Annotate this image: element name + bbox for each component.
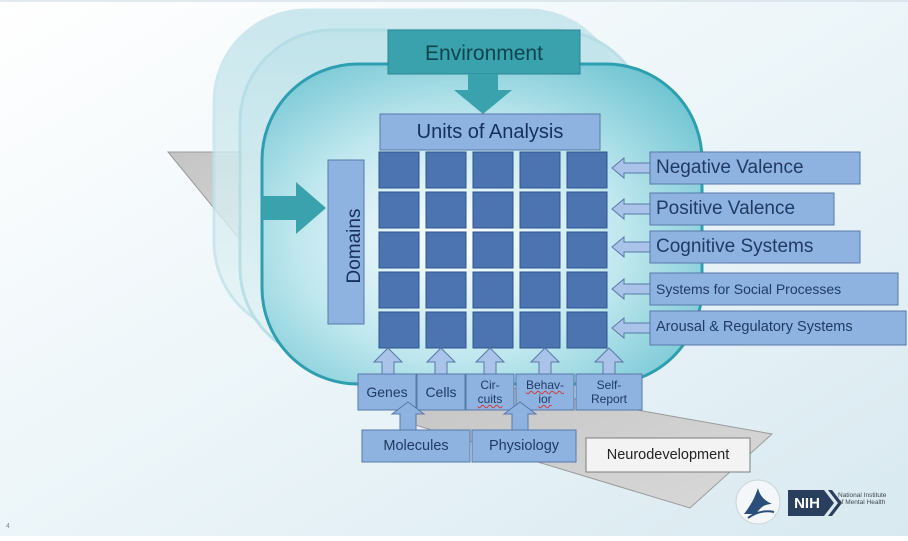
matrix-cell <box>378 231 420 269</box>
unit-box-behavior <box>515 373 575 411</box>
domain-label-social-processes: Systems for Social Processes <box>656 281 842 297</box>
hhs-eagle-logo <box>735 479 781 525</box>
unit-box-self-report <box>575 373 643 411</box>
unit-label-self-report-line2: Report <box>590 392 628 406</box>
matrix-cell <box>566 311 608 349</box>
domain-box-arousal-regulatory <box>649 310 907 346</box>
unit-label-behavior: Behav- ior <box>516 374 574 410</box>
matrix-cell <box>378 311 420 349</box>
institute-name-line1: National Institute <box>838 492 887 499</box>
unit-connector-arrow <box>529 347 561 375</box>
environment-arrow <box>454 74 512 114</box>
domains-label: Domains <box>344 208 365 284</box>
unit-label-circuits-line1: Cir- <box>480 378 500 392</box>
unit-connector-arrow <box>474 347 506 375</box>
unit-label-behavior-line2: ior <box>538 392 552 406</box>
domain-box-cognitive-systems <box>649 230 861 264</box>
matrix-cell <box>425 231 467 269</box>
domain-box-positive-valence <box>649 192 835 226</box>
domain-label-arousal-regulatory: Arousal & Regulatory Systems <box>656 319 853 335</box>
matrix-cell <box>472 271 514 309</box>
matrix-cell <box>425 191 467 229</box>
matrix-cell <box>519 311 561 349</box>
matrix-cell <box>566 271 608 309</box>
unit-label-self-report-line1: Self- <box>596 378 622 392</box>
institute-name-line2: of Mental Health <box>838 499 886 506</box>
unit-box-cells <box>416 373 466 411</box>
nih-logo-badge <box>788 490 834 516</box>
units-of-analysis-label: Units of Analysis <box>416 120 564 143</box>
unit-arrows <box>372 347 625 375</box>
domain-arrows <box>611 156 651 340</box>
matrix-cell <box>378 191 420 229</box>
matrix-cell <box>566 151 608 189</box>
matrix-cell <box>519 271 561 309</box>
institute-name: National Institute of Mental Health <box>838 492 908 514</box>
molecules-to-genes-arrow <box>390 401 426 431</box>
unit-label-self-report: Self- Report <box>576 374 642 410</box>
unit-label-cells: Cells <box>425 384 457 400</box>
matrix-cell <box>472 311 514 349</box>
unit-label-circuits-line2: cuits <box>477 392 503 406</box>
matrix-cell <box>425 151 467 189</box>
domain-box-social-processes <box>649 272 899 306</box>
domain-label-cognitive-systems: Cognitive Systems <box>656 236 814 257</box>
matrix-cell <box>472 191 514 229</box>
physiology-to-circuits-arrow <box>502 401 538 431</box>
unit-label-behavior-line1: Behav- <box>525 378 565 392</box>
neurodevelopment-label: Neurodevelopment <box>606 447 730 463</box>
matrix-cell <box>472 231 514 269</box>
matrix-cell <box>378 151 420 189</box>
unit-connector-arrow <box>425 347 457 375</box>
unit-label-circuits: Cir- cuits <box>466 374 514 410</box>
domains-input-arrow <box>262 182 326 234</box>
matrix-cell <box>425 271 467 309</box>
sub-unit-box-molecules <box>361 429 471 463</box>
matrix-cell <box>566 231 608 269</box>
rdoc-matrix <box>378 151 608 349</box>
domain-label-negative-valence: Negative Valence <box>656 157 804 178</box>
matrix-cell <box>566 191 608 229</box>
matrix-cell <box>519 231 561 269</box>
unit-box-genes <box>357 373 417 411</box>
sub-unit-box-physiology <box>471 429 577 463</box>
neurodevelopment-box <box>585 437 751 473</box>
unit-box-circuits <box>465 373 515 411</box>
unit-connector-arrow <box>593 347 625 375</box>
domain-label-positive-valence: Positive Valence <box>656 198 796 219</box>
unit-connector-arrow <box>372 347 404 375</box>
environment-label: Environment <box>425 42 543 65</box>
sub-unit-label-physiology: Physiology <box>488 438 560 454</box>
domain-box-negative-valence <box>649 151 861 185</box>
matrix-cell <box>519 191 561 229</box>
unit-label-genes: Genes <box>366 384 408 400</box>
matrix-cell <box>425 311 467 349</box>
svg-text:4: 4 <box>6 523 10 530</box>
sub-unit-label-molecules: Molecules <box>383 438 449 454</box>
matrix-cell <box>378 271 420 309</box>
matrix-cell <box>519 151 561 189</box>
domains-box <box>327 159 365 325</box>
nih-logo-text: NIH <box>794 494 820 512</box>
matrix-cell <box>472 151 514 189</box>
units-of-analysis-box <box>379 113 601 151</box>
